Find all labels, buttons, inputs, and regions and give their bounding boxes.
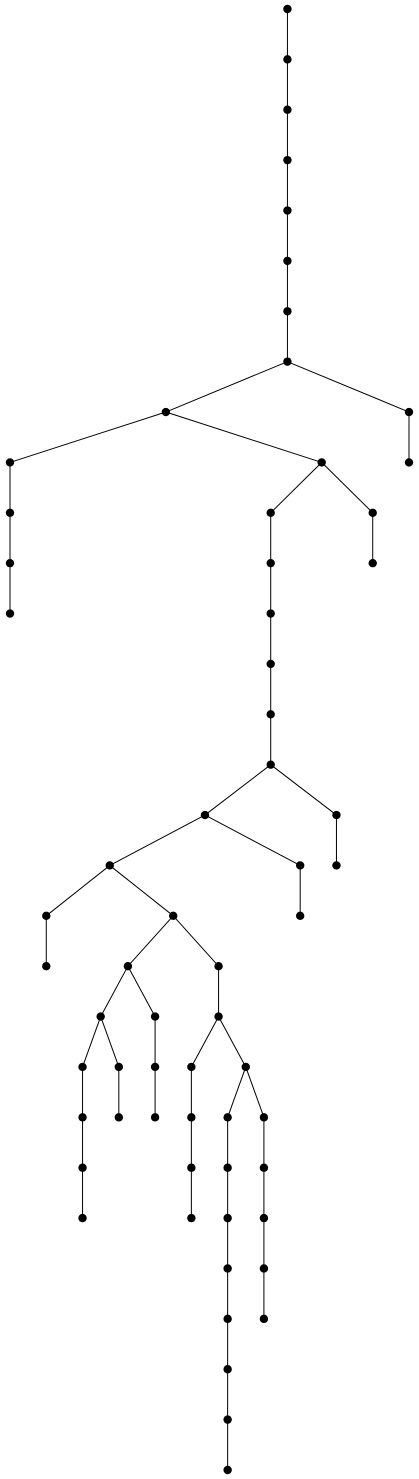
tree-node — [5, 609, 15, 618]
tree-edge — [109, 865, 174, 917]
tree-node — [259, 1213, 269, 1223]
tree-node — [266, 609, 275, 618]
tree-node — [283, 256, 292, 266]
tree-node — [283, 307, 292, 316]
tree-node — [223, 1415, 232, 1424]
tree-node — [223, 1264, 232, 1273]
tree-node — [187, 1062, 196, 1072]
tree-node — [368, 508, 377, 517]
tree-node — [259, 1314, 269, 1324]
tree-edge — [165, 411, 322, 463]
tree-node — [187, 1113, 196, 1122]
tree-edge — [287, 361, 410, 413]
tree-node — [150, 1062, 160, 1072]
tree-edge — [9, 411, 167, 463]
tree-node — [5, 508, 15, 517]
tree-node — [123, 962, 133, 971]
tree-node — [295, 861, 305, 870]
tree-node — [223, 1113, 232, 1122]
tree-node — [404, 407, 414, 417]
tree-node — [283, 206, 292, 215]
tree-node — [200, 810, 210, 820]
tree-node — [114, 1113, 124, 1122]
tree-root-node — [283, 4, 292, 14]
tree-edge — [227, 1066, 247, 1118]
tree-node — [266, 508, 275, 517]
tree-edge — [45, 865, 111, 917]
tree-node — [317, 458, 326, 467]
tree-edge — [109, 814, 206, 866]
tree-node — [266, 760, 275, 769]
tree-edge — [204, 814, 301, 866]
tree-edge — [190, 1016, 220, 1068]
tree-node — [295, 911, 305, 921]
tree-node — [241, 1062, 250, 1072]
tree-node — [214, 1012, 223, 1021]
tree-node — [404, 458, 414, 467]
tree-node — [96, 1012, 105, 1021]
tree-edges — [9, 9, 410, 1470]
tree-node — [78, 1062, 87, 1072]
tree-node — [223, 1365, 232, 1374]
tree-node — [332, 810, 341, 820]
tree-edge — [321, 462, 374, 514]
tree-node — [259, 1264, 269, 1273]
tree-node — [105, 861, 114, 870]
tree-node — [5, 458, 15, 467]
tree-edge — [127, 915, 174, 967]
tree-nodes — [5, 4, 414, 1475]
tree-node — [5, 558, 15, 568]
tree-edge — [100, 1016, 120, 1068]
tree-node — [187, 1213, 196, 1223]
tree-node — [223, 1314, 232, 1324]
tree-edge — [270, 764, 337, 816]
tree-node — [42, 962, 51, 971]
tree-node — [259, 1163, 269, 1172]
tree-node — [223, 1465, 232, 1475]
tree-node — [283, 55, 292, 64]
tree-node — [266, 659, 275, 669]
tree-edge — [82, 1016, 102, 1068]
tree-edge — [127, 965, 156, 1017]
tree-edge — [204, 764, 272, 816]
tree-node — [223, 1163, 232, 1172]
tree-node — [42, 911, 51, 921]
tree-node — [266, 710, 275, 719]
tree-node — [169, 911, 178, 921]
tree-edge — [100, 965, 129, 1017]
tree-node — [78, 1113, 87, 1122]
tree-node — [259, 1113, 269, 1122]
tree-node — [283, 105, 292, 114]
tree-node — [114, 1062, 124, 1072]
tree-edge — [165, 361, 288, 413]
tree-node — [150, 1012, 160, 1021]
tree-node — [283, 357, 292, 366]
tree-node — [223, 1213, 232, 1223]
tree-node — [161, 407, 171, 417]
tree-node — [266, 558, 275, 568]
tree-node — [78, 1163, 87, 1172]
tree-edge — [245, 1066, 265, 1118]
tree-edge — [218, 1016, 247, 1068]
tree-node — [187, 1163, 196, 1172]
tree-node — [283, 155, 292, 165]
tree-node — [150, 1113, 160, 1122]
tree-node — [214, 962, 223, 971]
tree-node — [332, 861, 341, 870]
tree-node — [78, 1213, 87, 1223]
tree-node — [368, 558, 377, 568]
tree-edge — [270, 462, 323, 514]
tree-edge — [172, 915, 219, 967]
